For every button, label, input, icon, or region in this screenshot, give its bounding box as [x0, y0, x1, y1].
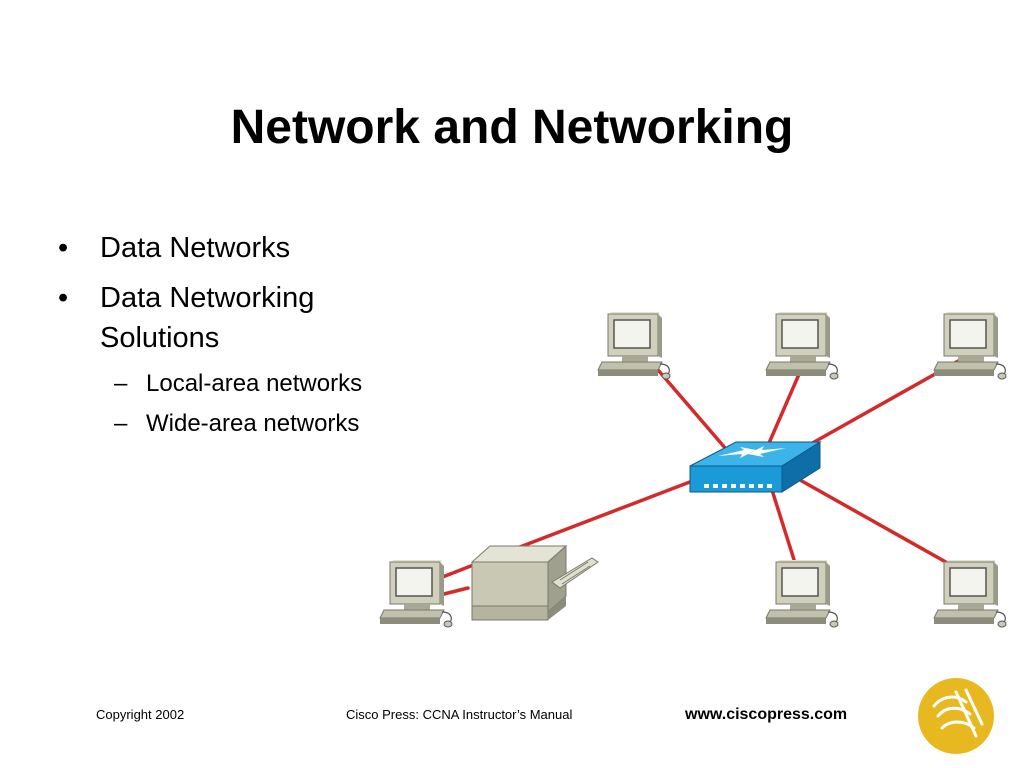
computer-icon: [765, 559, 839, 628]
slide-title: Network and Networking: [230, 101, 794, 154]
bullet-text: Data Networking Solutions: [100, 282, 315, 354]
link-line: [656, 368, 734, 458]
link-line: [798, 358, 962, 452]
sub-bullet-marker: –: [114, 370, 128, 397]
computer-icon: [379, 559, 453, 628]
bullet-marker: •: [58, 232, 69, 264]
link-line: [764, 370, 802, 452]
bullet-marker: •: [58, 282, 69, 314]
sub-bullet-text: Local-area networks: [146, 370, 363, 397]
footer-copyright: Copyright 2002: [96, 707, 185, 722]
link-line: [798, 478, 962, 572]
bullet-item: • Data Networking Solutions: [58, 278, 388, 358]
switch-icon: [689, 441, 822, 493]
bullet-text: Data Networks: [100, 232, 291, 264]
computer-icon: [933, 311, 1007, 380]
bullet-item: • Data Networks: [58, 228, 388, 268]
footer-publisher: Cisco Press: CCNA Instructor’s Manual: [346, 707, 573, 722]
computer-icon: [765, 311, 839, 380]
footer-website: www.ciscopress.com: [685, 706, 848, 723]
sub-bullet-text: Wide-area networks: [146, 410, 360, 437]
link-line: [770, 488, 798, 568]
link-line: [510, 478, 697, 552]
computer-icon: [933, 559, 1007, 628]
sub-bullet-marker: –: [114, 410, 128, 437]
link-line: [442, 586, 470, 596]
sub-bullet-item: – Wide-area networks: [58, 408, 388, 440]
printer-icon: [470, 544, 599, 621]
sub-bullet-item: – Local-area networks: [58, 368, 388, 400]
bullet-list: • Data Networks • Data Networking Soluti…: [58, 228, 388, 448]
ciscopress-logo-icon: [918, 678, 994, 754]
